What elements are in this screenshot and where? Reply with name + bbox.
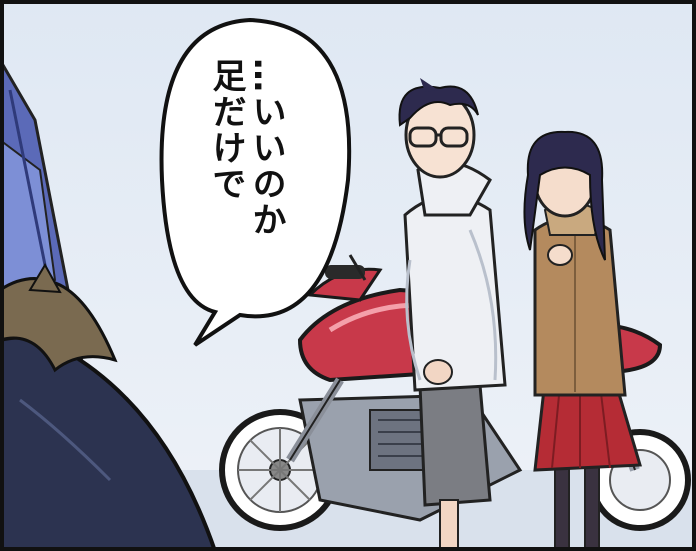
girl-character: [523, 130, 642, 551]
speech-line-2: 足だけで: [206, 58, 246, 202]
speech-bubble-text: …いいのか 足だけで: [206, 58, 286, 308]
speech-line-1: …いいのか: [246, 58, 286, 238]
foreground-figure: [0, 263, 218, 551]
motorcycle: [219, 254, 691, 531]
boy-character: [398, 78, 507, 551]
speech-bubble: [159, 17, 352, 347]
